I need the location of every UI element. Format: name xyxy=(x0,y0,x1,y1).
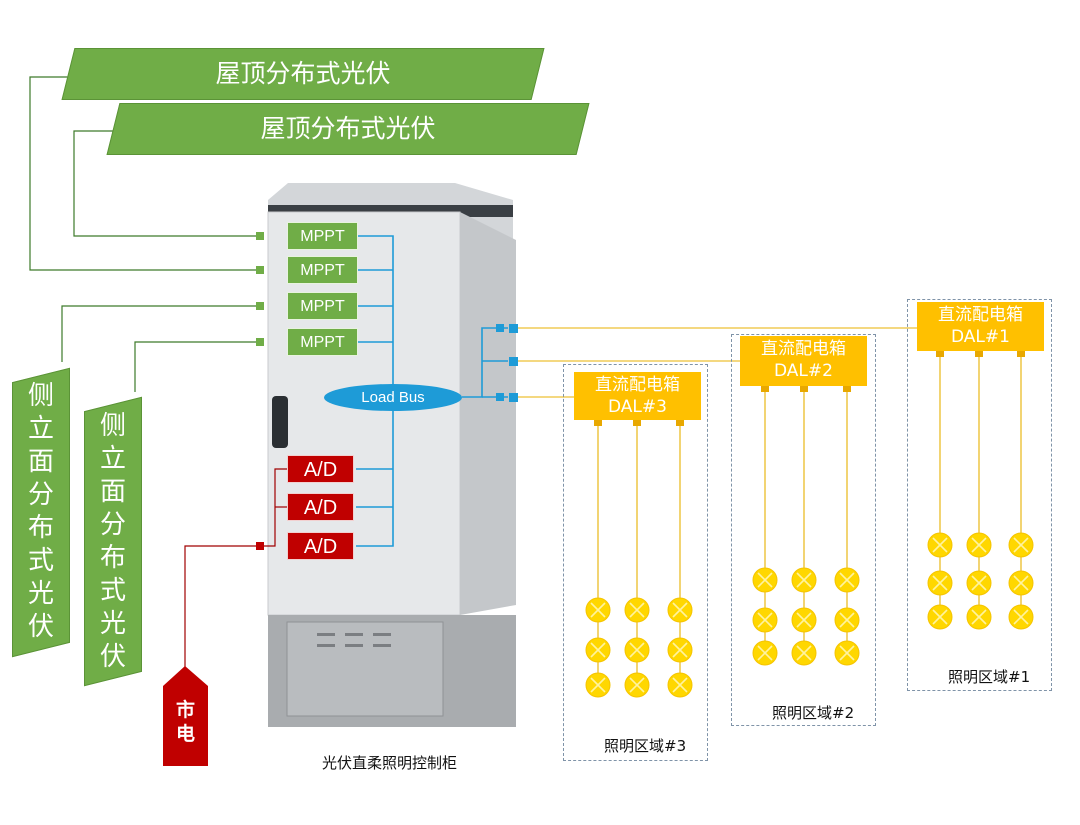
facade-2-char: 光 xyxy=(99,609,126,639)
dal-1-title: 直流配电箱 xyxy=(938,305,1023,325)
facade-2-char: 面 xyxy=(99,477,126,507)
load-bus: Load Bus xyxy=(324,384,462,411)
facade-1-char: 侧 xyxy=(27,381,54,411)
ad-unit-2: A/D xyxy=(287,493,354,521)
facade-1-char: 式 xyxy=(27,546,54,576)
facade-1-char: 立 xyxy=(27,414,54,444)
cabinet-handle xyxy=(272,396,288,448)
facade-1-char: 伏 xyxy=(27,612,54,642)
dal-1-id: DAL#1 xyxy=(951,327,1010,347)
mppt-unit-3: MPPT xyxy=(287,292,358,320)
mppt-unit-1: MPPT xyxy=(287,222,358,250)
grid-label-line2: 电 xyxy=(175,723,195,745)
facade-2-char: 分 xyxy=(99,510,126,540)
facade-2-char: 侧 xyxy=(99,411,126,441)
lighting-zone-2 xyxy=(731,334,876,726)
facade-1-char: 光 xyxy=(27,579,54,609)
banner-rooftop-pv-1-label: 屋顶分布式光伏 xyxy=(215,59,391,88)
facade-1-char: 布 xyxy=(27,513,54,543)
grid-marker-shape xyxy=(163,666,208,766)
zone-2-label: 照明区域#2 xyxy=(772,704,855,722)
facade-2-char: 伏 xyxy=(99,642,126,672)
lighting-zone-1 xyxy=(907,299,1052,691)
ad-unit-3: A/D xyxy=(287,532,354,560)
banner-rooftop-pv-2-label: 屋顶分布式光伏 xyxy=(260,114,436,143)
grid-label: 市 电 xyxy=(163,698,208,746)
dal-box-3: 直流配电箱 DAL#3 xyxy=(574,372,701,420)
mppt-unit-2: MPPT xyxy=(287,256,358,284)
mppt-unit-4: MPPT xyxy=(287,328,358,356)
zone-1-label: 照明区域#1 xyxy=(948,668,1031,686)
lighting-zone-3 xyxy=(563,364,708,761)
dal-box-1: 直流配电箱 DAL#1 xyxy=(917,302,1044,351)
dal-2-id: DAL#2 xyxy=(774,361,833,381)
cabinet-base-panel xyxy=(286,621,444,717)
facade-1-char: 面 xyxy=(27,447,54,477)
dal-box-2: 直流配电箱 DAL#2 xyxy=(740,336,867,386)
facade-2-char: 布 xyxy=(99,543,126,573)
ad-unit-1: A/D xyxy=(287,455,354,483)
zone-3-label: 照明区域#3 xyxy=(604,737,687,755)
facade-1-char: 分 xyxy=(27,480,54,510)
dal-2-title: 直流配电箱 xyxy=(761,339,846,359)
grid-label-line1: 市 xyxy=(175,699,195,721)
dal-3-title: 直流配电箱 xyxy=(595,375,680,395)
facade-2-char: 立 xyxy=(99,444,126,474)
facade-2-char: 式 xyxy=(99,576,126,606)
cabinet-label: 光伏直柔照明控制柜 xyxy=(322,754,458,772)
dal-3-id: DAL#3 xyxy=(608,397,667,417)
